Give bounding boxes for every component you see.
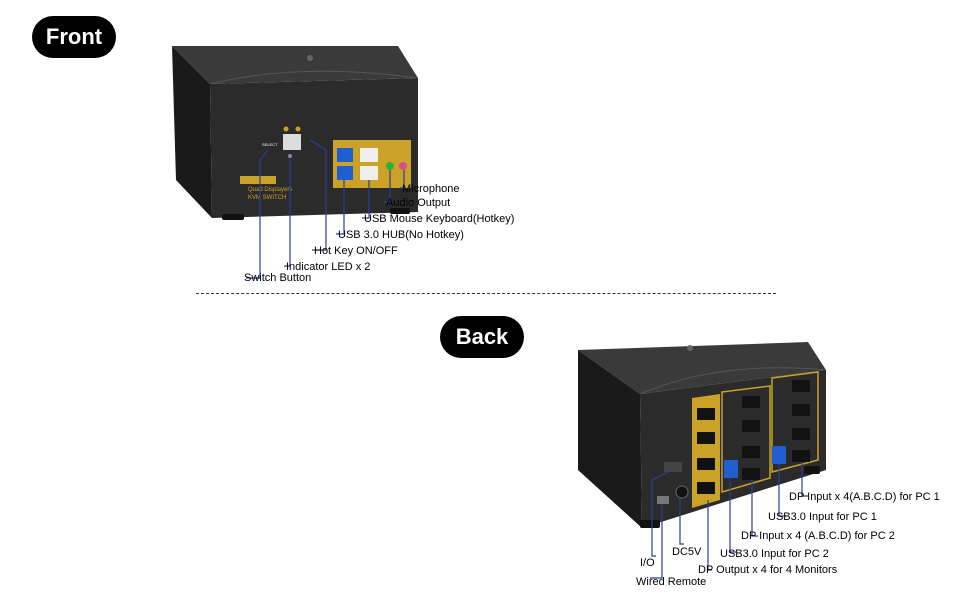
label-usb-input-pc2: USB3.0 Input for PC 2 — [720, 548, 829, 560]
label-audio-output: Audio Output — [386, 197, 451, 209]
back-badge: Back — [440, 316, 524, 358]
label-usb-mouse-keyboard: USB Mouse Keyboard(Hotkey) — [364, 213, 515, 225]
label-wired-remote: Wired Remote — [636, 576, 707, 588]
label-indicator-led: Indicator LED x 2 — [286, 261, 371, 273]
label-usb-hub: USB 3.0 HUB(No Hotkey) — [338, 229, 464, 241]
label-dc5v: DC5V — [672, 546, 702, 558]
label-usb-input-pc1: USB3.0 Input for PC 1 — [768, 511, 877, 523]
label-io: I/O — [640, 557, 655, 569]
front-badge: Front — [32, 16, 116, 58]
label-hot-key: Hot Key ON/OFF — [314, 245, 398, 257]
label-dp-input-pc1: DP Input x 4(A.B.C.D) for PC 1 — [789, 491, 940, 503]
label-dp-input-pc2: DP Input x 4 (A.B.C.D) for PC 2 — [741, 530, 895, 542]
device-line1: Quad Displayers — [248, 187, 292, 193]
select-text: SELECT — [262, 142, 278, 147]
device-line2: KVM SWITCH — [248, 195, 286, 201]
label-dp-output: DP Output x 4 for 4 Monitors — [698, 564, 838, 576]
label-microphone: Microphone — [402, 183, 460, 195]
label-switch-button: Switch Button — [244, 272, 312, 284]
section-divider — [196, 293, 776, 294]
